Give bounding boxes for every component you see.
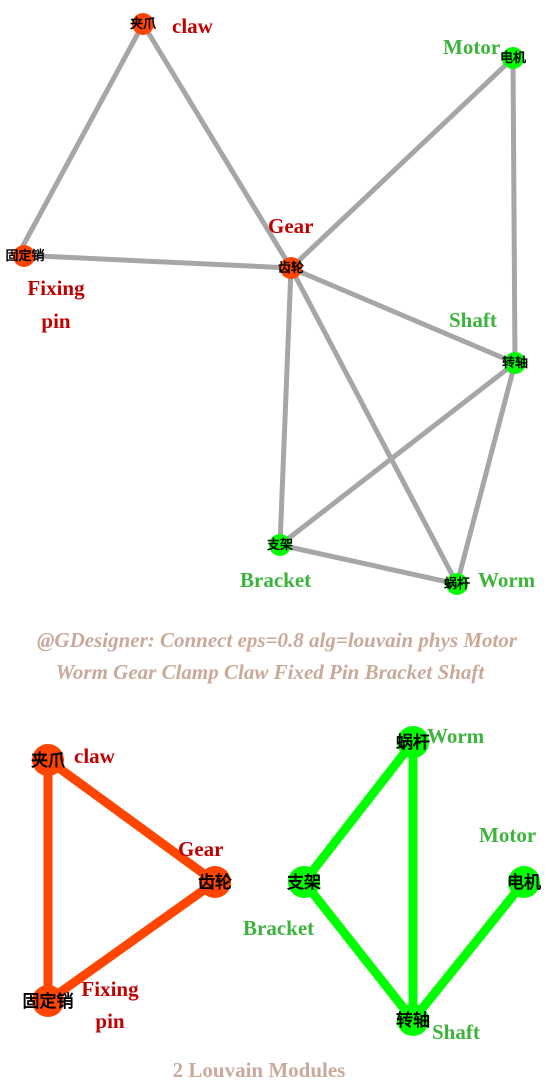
edge-bottom-gear-fixing-pin [43,877,220,1006]
node-shaft [504,352,526,374]
node-bottom-claw [32,744,64,776]
edge-gear-shaft [288,265,518,366]
top-bracket-cn-label: 支架 [266,537,293,553]
node-worm [446,573,468,595]
node-bottom-bracket [288,866,320,898]
node-bottom-shaft [397,1004,429,1036]
red-module-nodes [32,744,231,1017]
edge-bottom-motor-shaft [408,877,529,1025]
edge-motor-shaft [510,55,518,366]
bottom-worm-cn-label: 蜗杆 [396,733,430,753]
top-bracket-en-label: Bracket [240,568,311,592]
top-claw-cn-label: 夹爪 [130,16,157,32]
top-graph-nodes [13,13,526,595]
edge-bracket-worm [277,542,460,587]
top-graph-edges [15,21,518,587]
bottom-bracket-en-label: Bracket [243,916,314,940]
top-gear-en-label: Gear [268,214,313,238]
bottom-claw-en-label: claw [74,744,116,768]
edge-fixing-pin-gear [15,252,294,271]
top-fixing-pin-en-label-line2: pin [41,309,71,333]
bottom-shaft-en-label: Shaft [432,1020,480,1044]
green-module-nodes [288,726,540,1036]
edge-bottom-worm-bracket [299,737,418,887]
bottom-motor-en-label: Motor [479,823,536,847]
edge-shaft-worm [454,360,518,587]
node-bottom-motor [508,866,540,898]
bottom-claw-cn-label: 夹爪 [31,750,66,771]
edge-bottom-claw-gear [43,755,220,887]
node-claw [132,13,154,35]
bottom-fixing-pin-en-label-line1: Fixing [81,977,139,1001]
node-bracket [269,534,291,556]
node-fixing-pin [13,245,35,267]
top-shaft-en-label: Shaft [449,308,497,332]
top-gear-cn-label: 齿轮 [278,260,304,276]
top-shaft-cn-label: 转轴 [502,355,528,371]
top-fixing-pin-cn-label: 固定销 [5,248,44,264]
top-motor-en-label: Motor [443,35,500,59]
edge-shaft-bracket [277,360,518,548]
caption-top-line1: @GDesigner: Connect eps=0.8 alg=louvain … [37,628,518,652]
edge-claw-fixing-pin [15,21,146,258]
bottom-bracket-cn-label: 支架 [287,872,321,893]
edge-gear-bracket [277,265,294,548]
node-bottom-gear [199,866,231,898]
edge-motor-gear [288,55,516,271]
node-bottom-worm [397,726,429,758]
caption-bottom: 2 Louvain Modules [173,1058,346,1082]
node-motor [502,47,524,69]
caption-top-line2: Worm Gear Clamp Claw Fixed Pin Bracket S… [56,660,486,684]
node-bottom-fixing-pin [32,985,64,1017]
edge-claw-gear [140,21,294,271]
edge-bottom-bracket-shaft [299,877,418,1025]
bottom-motor-cn-label: 电机 [507,872,541,893]
green-module-edges [299,737,529,1025]
bottom-shaft-cn-label: 转轴 [396,1010,430,1031]
node-gear [280,257,302,279]
edge-gear-worm [288,265,460,587]
bottom-fixing-pin-cn-label: 固定销 [23,991,74,1012]
top-motor-cn-label: 电机 [500,50,526,66]
top-worm-en-label: Worm [478,568,536,592]
bottom-worm-en-label: Worm [427,724,485,748]
red-module-edges [43,755,220,1006]
top-worm-cn-label: 蜗杆 [444,576,470,592]
top-claw-en-label: claw [172,14,214,38]
bottom-gear-en-label: Gear [178,837,223,861]
bottom-gear-cn-label: 齿轮 [198,872,232,893]
top-fixing-pin-en-label-line1: Fixing [27,276,85,300]
bottom-fixing-pin-en-label-line2: pin [95,1009,125,1033]
